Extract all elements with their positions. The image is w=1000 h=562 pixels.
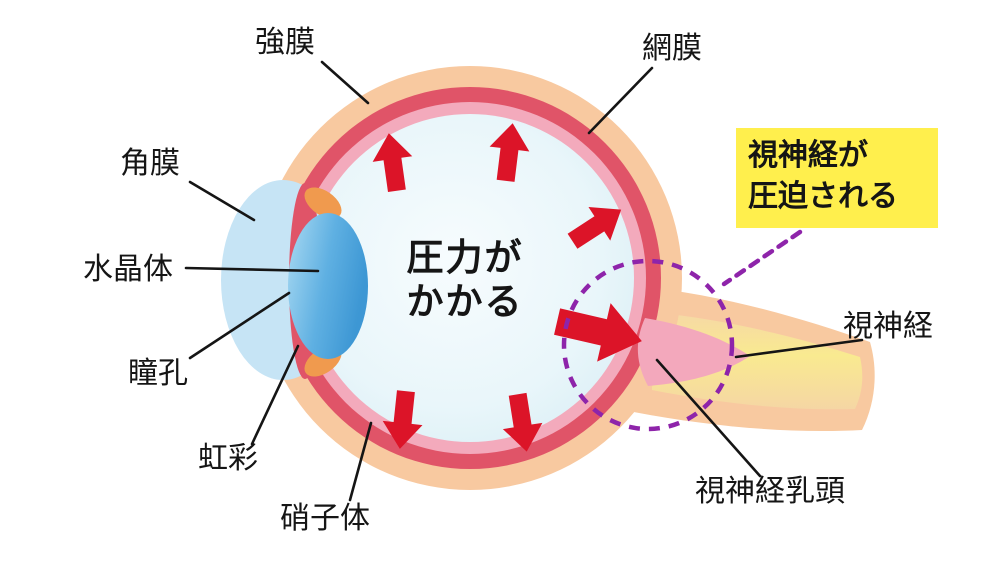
lens-leader-line <box>184 266 320 273</box>
center-caption-line2: かかる <box>407 280 524 323</box>
pupil-leader-line <box>188 291 291 360</box>
callout-dashed-connector <box>721 229 803 287</box>
vitreous-body <box>306 114 634 442</box>
cornea-leader-line <box>188 180 256 222</box>
lens-shape <box>288 213 368 359</box>
callout-line1: 視神経が <box>748 138 868 173</box>
vitreous-leader-line <box>348 421 373 502</box>
ciliary-body-top <box>304 187 342 219</box>
vitreous-label: 硝子体 <box>280 501 370 536</box>
sclera-leader-line <box>320 60 370 105</box>
compression-dashed-circle <box>561 258 735 432</box>
pupil-label: 瞳孔 <box>128 356 188 391</box>
sclera-label: 強膜 <box>255 25 315 60</box>
optic-disc-label: 視神経乳頭 <box>695 474 845 509</box>
lens-label: 水晶体 <box>83 252 173 287</box>
retina-leader-line <box>587 66 654 135</box>
optic-disc-leader-line <box>655 358 762 478</box>
iris-leader-line <box>250 344 300 446</box>
optic-nerve-label: 視神経 <box>843 309 933 344</box>
callout-line2: 圧迫される <box>748 179 898 214</box>
retina-label: 網膜 <box>642 31 702 66</box>
iris-label: 虹彩 <box>198 441 258 476</box>
center-caption-line1: 圧力が <box>407 236 524 279</box>
cornea-label: 角膜 <box>120 146 180 181</box>
callout-box <box>736 128 938 228</box>
optic-nerve-leader-line <box>734 338 864 359</box>
